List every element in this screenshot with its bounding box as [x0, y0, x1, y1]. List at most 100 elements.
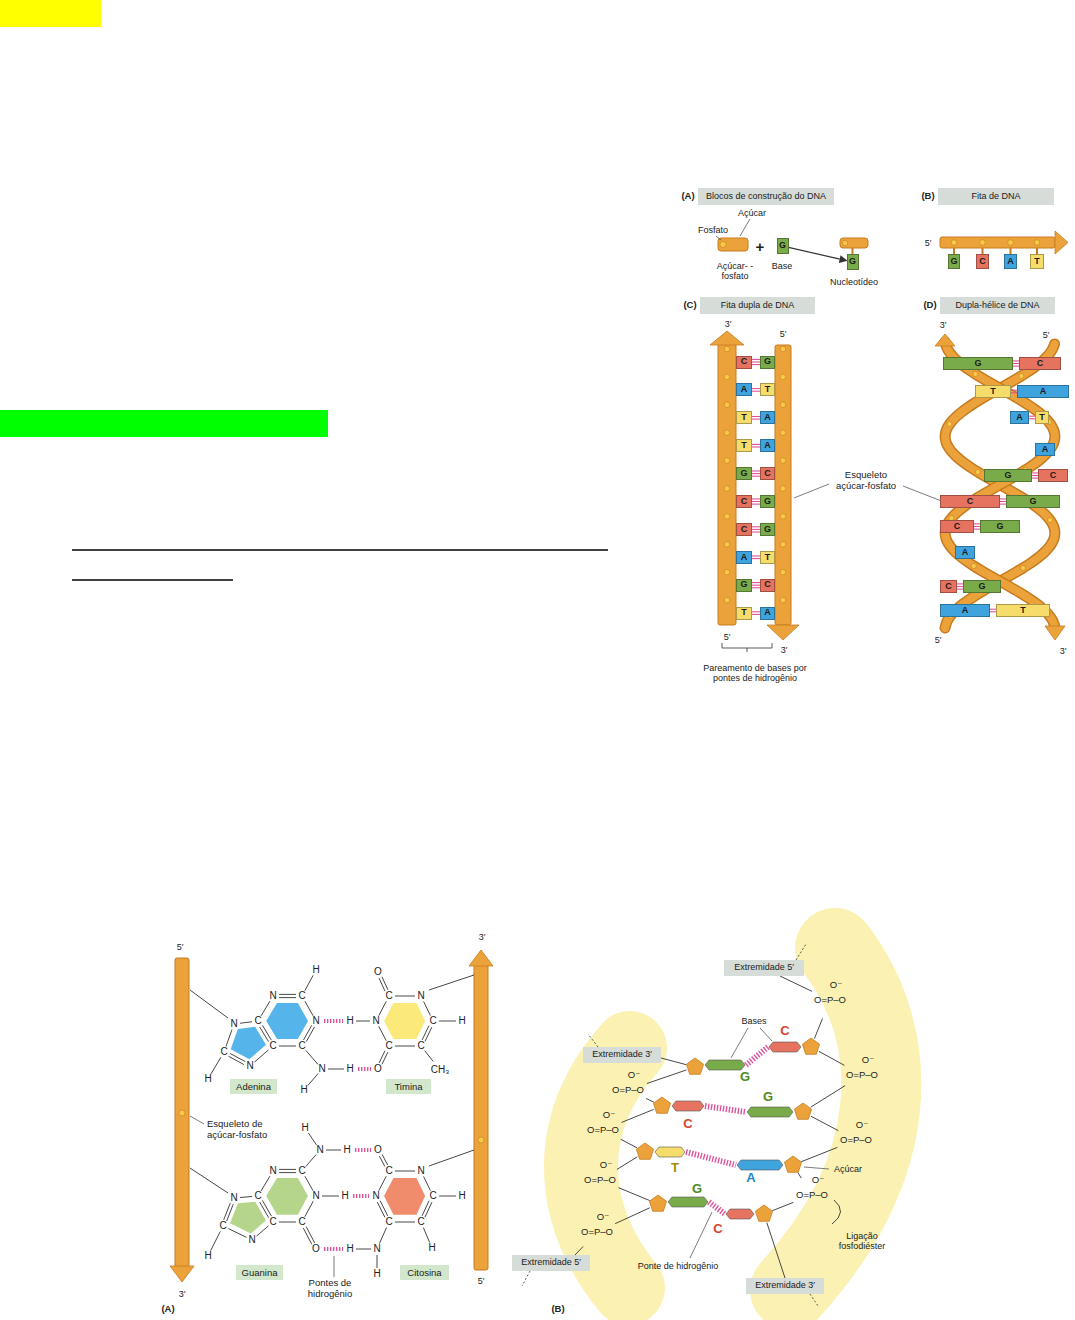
strand-end-line — [522, 944, 818, 1306]
phosphate-group: O=P–O — [840, 1135, 872, 1146]
phosphodiester-chain — [772, 1202, 793, 1210]
leader-line — [716, 236, 721, 240]
part-label: Esqueleto de açúcar-fosfato — [207, 1119, 289, 1140]
base-letter: C — [713, 1222, 722, 1237]
atom-symbol: H — [204, 1250, 211, 1261]
sugar-ring — [755, 1205, 772, 1221]
base-box: G — [943, 357, 1013, 370]
base-letter: T — [765, 553, 771, 562]
chemical-bond — [261, 1001, 270, 1016]
chemical-bond — [305, 975, 313, 990]
base-box: C — [1038, 469, 1068, 482]
base-letter: A — [741, 385, 748, 394]
leader-line — [804, 1167, 829, 1169]
chemical-bond — [279, 1169, 296, 1170]
chemical-bond — [429, 975, 474, 990]
hydrogen-bond-line — [752, 470, 760, 471]
base-pair-bond — [752, 499, 760, 504]
highlight-bar — [0, 0, 328, 437]
hydrogen-bond — [353, 1194, 369, 1198]
base-box: A — [760, 411, 775, 424]
base-letter: C — [945, 582, 952, 591]
double-strand-backbone — [780, 346, 786, 352]
atom-symbol: C — [298, 1040, 305, 1051]
base-ring — [266, 1003, 308, 1039]
base-box: A — [760, 607, 775, 620]
base-letter: G — [740, 1070, 750, 1085]
atom-symbol: N — [248, 1234, 255, 1245]
base-box: T — [760, 551, 775, 564]
base-letter: G — [1004, 471, 1011, 480]
bracket — [832, 1200, 841, 1224]
sugar-phosphate-backbone — [478, 1137, 484, 1143]
sugar-ring — [794, 1103, 811, 1119]
strand-end: 3′ — [1060, 646, 1067, 656]
phosphate-group: O⁻ — [862, 1055, 874, 1066]
part-label: Pontes de hidrogênio — [299, 1278, 361, 1299]
chemical-bond — [262, 1200, 271, 1216]
panel-letter: (B) — [551, 1304, 564, 1315]
phosphate-group: O⁻ — [856, 1120, 868, 1131]
base-letter: T — [741, 413, 747, 422]
sugar-ring — [686, 1058, 703, 1074]
base-box: C — [940, 520, 974, 533]
chemical-bond — [305, 1201, 313, 1216]
sugar-phosphate-backbone — [474, 964, 488, 1270]
phosphodiester-chain — [811, 1086, 845, 1108]
atom-symbol: O — [374, 1063, 382, 1074]
strand-end: 5′ — [1043, 330, 1050, 340]
hydrogen-bond — [324, 1021, 371, 1249]
box-text: Extremidade 3′ — [592, 1050, 652, 1059]
base-box: T — [1030, 254, 1044, 269]
atom-symbol: C — [254, 1015, 261, 1026]
chemical-bond — [279, 1172, 296, 1173]
base-plate — [705, 1106, 746, 1112]
phosphodiester-chain — [819, 1051, 845, 1065]
atom-symbol: C — [417, 1040, 424, 1051]
base-box: G — [736, 467, 752, 480]
chemical-bond — [190, 990, 228, 1018]
atom-symbol: H — [346, 1243, 353, 1254]
base-letter: T — [765, 385, 771, 394]
box-text: Fita dupla de DNA — [721, 301, 795, 310]
base-box: G — [736, 579, 752, 592]
base-plate — [668, 1197, 708, 1207]
arrow-line — [789, 247, 847, 260]
double-strand-backbone — [780, 430, 786, 436]
bracket — [722, 643, 772, 648]
chemical-bond — [308, 1074, 318, 1086]
base-ring — [231, 1027, 266, 1059]
box-text: Adenina — [236, 1082, 271, 1092]
base-box: T — [996, 604, 1050, 617]
double-strand-backbone — [775, 345, 791, 625]
phosphate-group: O⁻ — [830, 980, 842, 991]
double-strand-backbone — [724, 597, 730, 603]
part-label: Fosfato — [698, 225, 728, 235]
dna-strand — [951, 240, 957, 246]
hydrogen-bond-line — [752, 501, 760, 502]
chemical-bond — [279, 994, 296, 995]
chemical-bond — [262, 1025, 271, 1040]
box-text: Extremidade 5′ — [521, 1258, 581, 1267]
hydrogen-bond-line — [752, 531, 760, 532]
chemical-bond — [422, 1026, 429, 1040]
box-text: Guanina — [242, 1268, 278, 1278]
base-letter: A — [1042, 445, 1049, 454]
base-letter: G — [849, 257, 856, 266]
chemical-bond — [228, 1229, 246, 1238]
atom-symbol: N — [373, 1243, 380, 1254]
chemical-bond — [322, 1196, 339, 1197]
phosphate-group: O⁻ — [597, 1212, 609, 1223]
phosphate-group: O⁻ — [603, 1110, 615, 1121]
base-box: G — [1006, 495, 1060, 508]
base-plate — [655, 1042, 801, 1219]
hydrogen-bond-line — [752, 476, 760, 477]
atom-symbol: H — [346, 1015, 353, 1026]
chemical-bond — [429, 1150, 474, 1166]
leader-line — [740, 219, 750, 236]
strand-band — [581, 948, 881, 1290]
double-strand-backbone — [710, 331, 744, 345]
double-strand-backbone — [780, 402, 786, 408]
base-letter: G — [978, 582, 985, 591]
